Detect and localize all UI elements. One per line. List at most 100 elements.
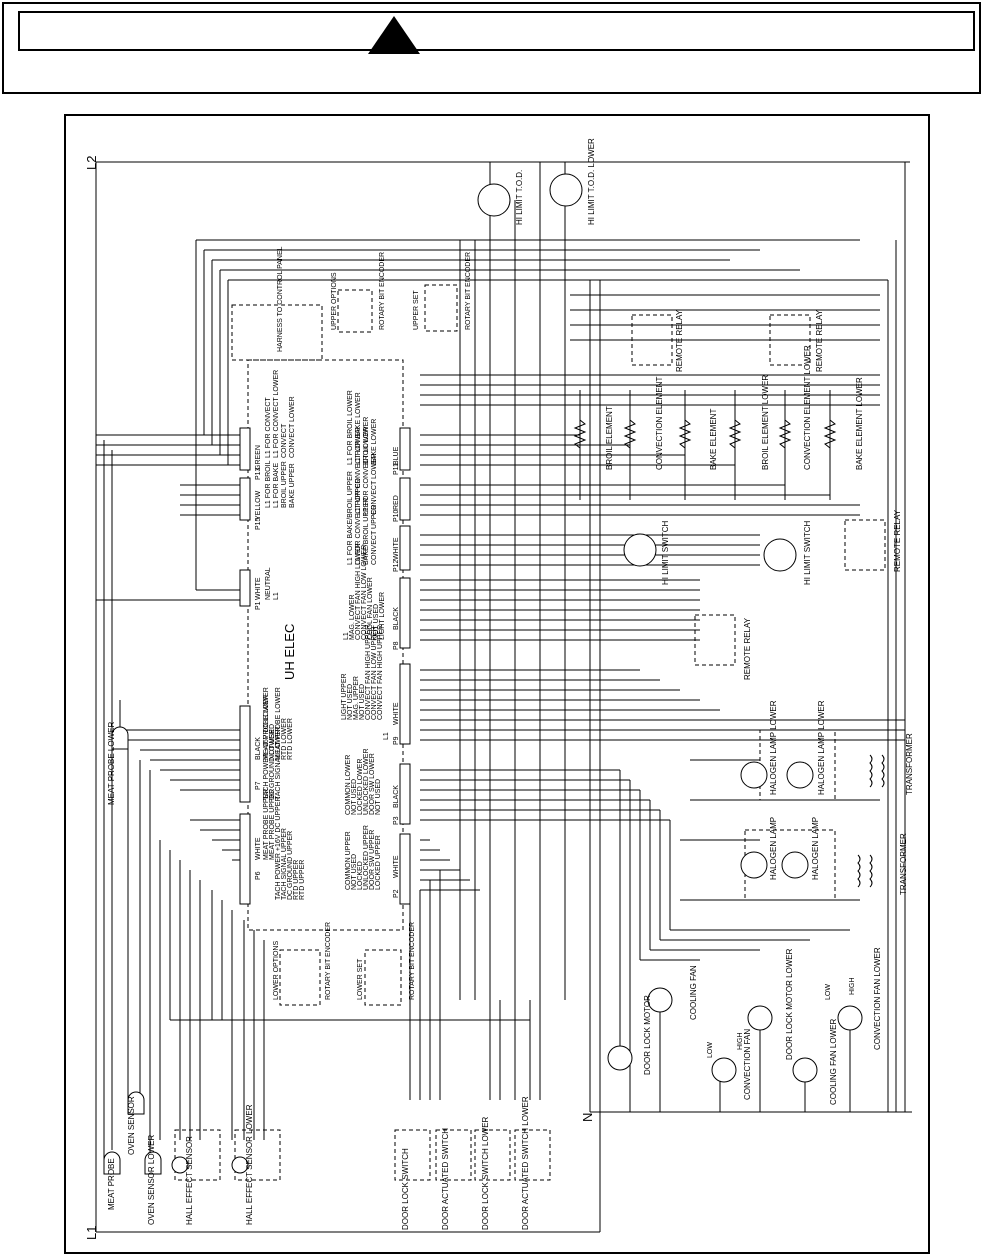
convection-element-lower-label: CONVECTION ELEMENT LOWER (803, 345, 812, 470)
hi-limit-switch-2-label: HI LIMIT SWITCH (803, 520, 812, 585)
connector-p15: YELLOW P15 L1 FOR BROIL L1 FOR BAKE BROI… (255, 460, 296, 530)
p13-pin-4: CONVECT LOWER (289, 396, 296, 458)
door-actuated-switch-lower-label: DOOR ACTUATED SWITCH LOWER (521, 1096, 530, 1230)
connector-p6-id: P6 (255, 871, 262, 880)
p6-pin-2: MEAT PROBE UPPER (269, 789, 276, 860)
p13-pin-1: L1 FOR CONVECT (265, 397, 272, 458)
p15-pin-4: BAKE UPPER (289, 463, 296, 508)
p7-pin-7: DC GROUND LOWER (269, 729, 276, 800)
harness-label: HARNESS TO CONTROL PANEL (277, 246, 284, 352)
connector-p2-id: P2 (393, 889, 400, 898)
connector-p6-color: WHITE (255, 837, 262, 860)
p2-pin-6: LOCKED UPPER (375, 835, 382, 890)
connector-p11: BLUE P11 L1 FOR BROIL LOWER L1 FOR BAKE … (347, 390, 400, 475)
p7-pin-1: MEAT PROBE LOWER (263, 687, 270, 760)
broil-element-label: BROIL ELEMENT (605, 406, 614, 470)
rotary-encoder-bottom-label: ROTARY BIT ENCODER (325, 922, 332, 1000)
p10-pin-3: CONVECT LOWER (371, 453, 378, 515)
high-label-1: HIGH (737, 1033, 744, 1051)
p13-pin-3: CONVECT (281, 423, 288, 458)
connector-p3-color: BLACK (393, 785, 400, 808)
p8-pin-1: L1 (343, 632, 350, 640)
connector-p11-color: BLUE (393, 446, 400, 465)
connector-p12: WHITE P12 L1 FOR BAKE/BROIL UPPER L1 FOR… (347, 471, 400, 572)
p9-pin-4: NOT USED (359, 684, 366, 720)
rotary-encoder-top2-label: ROTARY BIT ENCODER (465, 252, 472, 330)
uh-elec-label: UH ELEC (282, 624, 297, 680)
halogen-lamp-1-label: HALOGEN LAMP (769, 817, 778, 880)
transformer-2-label: TRANSFORMER (899, 833, 908, 895)
bake-element-label: BAKE ELEMENT (709, 409, 718, 470)
lower-options-label: LOWER OPTIONS (273, 941, 280, 1000)
p6-pin-5: DC GROUND UPPER (287, 831, 294, 900)
p9-pin-6: CONVECT FAN LOW UPPER (371, 626, 378, 720)
connector-p8: BLACK P8 L1 MAG. LOWER CONVECT FAN HIGH … (343, 543, 400, 650)
low-label-1: LOW (707, 1042, 714, 1058)
p11-pin-1: L1 FOR BROIL LOWER (347, 390, 354, 465)
rotary-encoder-bottom2-label: ROTARY BIT ENCODER (409, 922, 416, 1000)
low-label-2: LOW (825, 984, 832, 1000)
connector-p12-id: P12 (393, 559, 400, 572)
p12-pin-3: BAKE/BROIL UPPER (363, 498, 370, 565)
p7-pin-8: TACH SIGNAL LOWER (275, 726, 282, 800)
connector-p9-color: WHITE (393, 702, 400, 725)
p8-pin-7: LIGHT LOWER (379, 592, 386, 640)
p10-pin-1: L1 FOR CONVECT LOWER (355, 427, 362, 515)
connector-p15-id: P15 (255, 517, 262, 530)
p2-pin-4: UNLOCKED UPPER (363, 825, 370, 890)
connector-p3: BLACK P3 COMMON LOWER NOT USED LOCKED LO… (345, 748, 400, 825)
oven-sensor-label: OVEN SENSOR (127, 1096, 136, 1155)
p3-pin-1: COMMON LOWER (345, 755, 352, 815)
l1-label: L1 (84, 1226, 99, 1240)
remote-relay-4-label: REMOTE RELAY (893, 509, 902, 572)
p7-pin-6: TACH POWER +16V DC LOWER (263, 695, 270, 800)
p11-pin-3: BROIL LOWER (363, 417, 370, 465)
hall-effect-sensor-label: HALL EFFECT SENSOR (185, 1136, 194, 1225)
warning-triangle-icon (368, 16, 420, 54)
p11-pin-4: BAKE LOWER (371, 419, 378, 465)
p9-pin-3: MAG. UPPER (353, 676, 360, 720)
upper-set-label: UPPER SET (413, 290, 420, 330)
connector-p13-id: P13 (255, 467, 262, 480)
convection-fan-label: CONVECTION FAN (743, 1029, 752, 1100)
p15-pin-2: L1 FOR BAKE (273, 463, 280, 508)
oven-sensor-lower-label: OVEN SENSOR LOWER (147, 1135, 156, 1225)
connector-p1-id: P1 (255, 601, 262, 610)
connector-p13: GREEN P13 L1 FOR CONVECT L1 FOR CONVECT … (255, 370, 296, 480)
p3-pin-2: NOT USED (351, 779, 358, 815)
p2-pin-1: COMMON UPPER (345, 831, 352, 890)
p2-pin-5: DOOR SW UPPER (369, 830, 376, 890)
bake-element-lower-label: BAKE ELEMENT LOWER (855, 377, 864, 470)
connector-p6: WHITE P6 MEAT PROBE UPPER MEAT PROBE UPP… (255, 789, 306, 900)
halogen-lamp-lower-2-label: HALOGEN LAMP LOWER (817, 700, 826, 795)
p7-pin-2: NOT USED (269, 724, 276, 760)
warning-box (2, 2, 981, 94)
p9-pin-7: CONVECT FAN HIGH UPPER (377, 625, 384, 720)
connector-p9: WHITE P9 LIGHT UPPER NOT USED MAG. UPPER… (341, 625, 400, 745)
hall-effect-sensor-lower-label: HALL EFFECT SENSOR LOWER (245, 1104, 254, 1225)
p8-pin-2: MAG. LOWER (349, 594, 356, 640)
connector-p3-id: P3 (393, 816, 400, 825)
upper-options-label: UPPER OPTIONS (331, 272, 338, 330)
p1-pin-1: NEUTRAL (265, 567, 272, 600)
p6-pin-1: MEAT PROBE UPPER (263, 789, 270, 860)
connector-p10: RED P10 L1 FOR CONVECT LOWER L1 FOR CONV… (355, 427, 400, 522)
n-label: N (580, 1113, 595, 1122)
p15-pin-1: L1 FOR BROIL (265, 460, 272, 508)
connector-p9-id: P9 (393, 736, 400, 745)
door-lock-switch-lower-label: DOOR LOCK SWITCH LOWER (481, 1116, 490, 1230)
warning-header-bar (18, 11, 975, 51)
p12-pin-4: CONVECT UPPER (371, 505, 378, 565)
remote-relay-1-label: REMOTE RELAY (675, 309, 684, 372)
halogen-lamp-2-label: HALOGEN LAMP (811, 817, 820, 880)
p3-pin-6: NOT USED (375, 779, 382, 815)
p12-pin-2: L1 FOR CONVECT UPPER (355, 478, 362, 565)
meat-probe-lower-label: MEAT PROBE LOWER (107, 722, 116, 805)
p2-pin-2: NOT USED (351, 854, 358, 890)
p9-pin-1: LIGHT UPPER (341, 673, 348, 720)
hi-limit-tod-lower-label: HI LIMIT T.O.D. LOWER (587, 138, 596, 225)
broil-element-lower-label: BROIL ELEMENT LOWER (761, 375, 770, 470)
connector-p10-id: P10 (393, 509, 400, 522)
hi-limit-switch-1-label: HI LIMIT SWITCH (661, 520, 670, 585)
